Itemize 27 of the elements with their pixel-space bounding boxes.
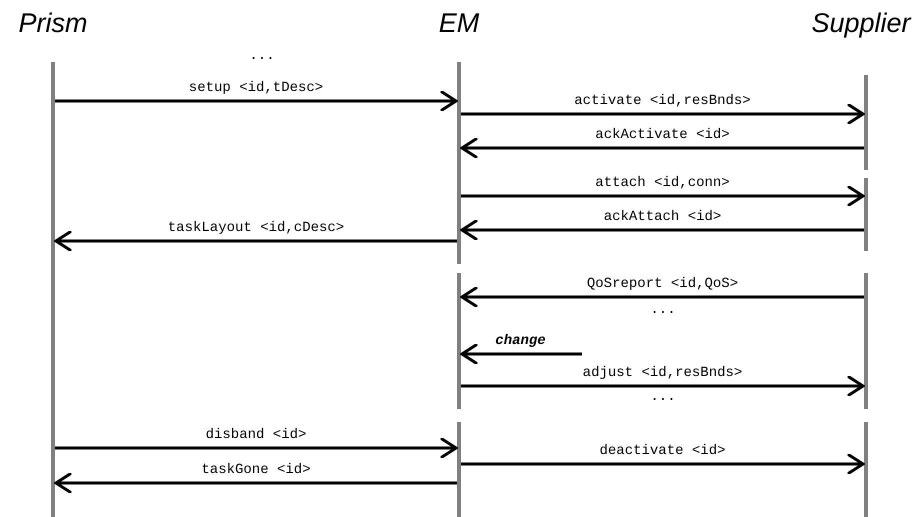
message-arrow bbox=[460, 220, 864, 240]
message-arrow bbox=[460, 138, 864, 158]
message-label: taskLayout <id,cDesc> bbox=[166, 220, 346, 236]
message-label: attach <id,conn> bbox=[594, 175, 731, 191]
message-label: ackAttach <id> bbox=[602, 209, 722, 225]
message-label: adjust <id,resBnds> bbox=[582, 365, 744, 381]
message-label: ackActivate <id> bbox=[594, 127, 731, 143]
message-arrow bbox=[54, 230, 457, 252]
message-label: QoSreport <id,QoS> bbox=[586, 276, 740, 292]
message-arrow bbox=[460, 286, 864, 308]
message-label: disband <id> bbox=[204, 427, 308, 443]
message-arrow bbox=[461, 454, 864, 474]
message-label: deactivate <id> bbox=[598, 443, 727, 459]
message-label: taskGone <id> bbox=[200, 462, 312, 478]
message-label: setup <id,tDesc> bbox=[188, 80, 324, 96]
message-arrow bbox=[55, 438, 458, 458]
message-arrow bbox=[460, 344, 582, 364]
message-arrow bbox=[461, 104, 864, 124]
lifeline-heading: Supplier bbox=[810, 8, 912, 38]
lifeline-heading: Prism bbox=[18, 8, 88, 38]
lifeline-heading: EM bbox=[438, 8, 480, 38]
message-arrow bbox=[55, 90, 458, 112]
message-label: change bbox=[494, 333, 547, 349]
message-label: activate <id,resBnds> bbox=[573, 93, 752, 109]
message-arrow bbox=[461, 186, 864, 206]
message-arrow bbox=[54, 472, 457, 494]
message-arrow bbox=[461, 376, 864, 396]
